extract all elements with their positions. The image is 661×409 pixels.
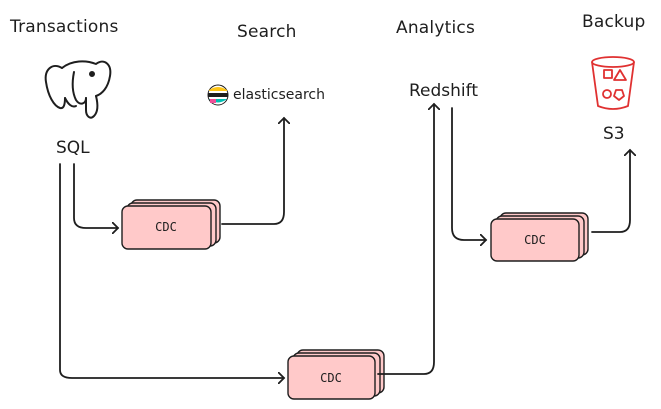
s3-bucket-icon: [591, 56, 635, 110]
cdc-label: CDC: [155, 220, 177, 234]
title-search: Search: [237, 22, 297, 42]
edge-sql-to-cdc1: [73, 163, 118, 228]
node-s3: S3: [603, 124, 625, 144]
node-redshift: Redshift: [409, 81, 478, 101]
node-sql: SQL: [56, 138, 90, 158]
cdc-label: CDC: [320, 371, 342, 385]
node-elasticsearch: elasticsearch: [233, 87, 325, 103]
edge-cdc2-to-s3: [591, 150, 630, 233]
postgresql-elephant-icon: [44, 60, 112, 119]
edge-cdc1-to-elasticsearch: [221, 118, 284, 225]
cdc-box-search: CDC: [121, 199, 221, 250]
edge-sql-to-cdc3: [59, 163, 284, 378]
edge-redshift-to-cdc2: [451, 107, 486, 240]
title-transactions: Transactions: [9, 17, 119, 37]
title-analytics: Analytics: [396, 18, 475, 38]
cdc-label: CDC: [524, 233, 546, 247]
title-backup: Backup: [582, 12, 646, 32]
elasticsearch-logo-icon: [207, 84, 229, 106]
edge-cdc3-to-redshift: [377, 104, 434, 375]
cdc-box-analytics: CDC: [287, 349, 385, 400]
cdc-box-backup: CDC: [490, 212, 589, 262]
